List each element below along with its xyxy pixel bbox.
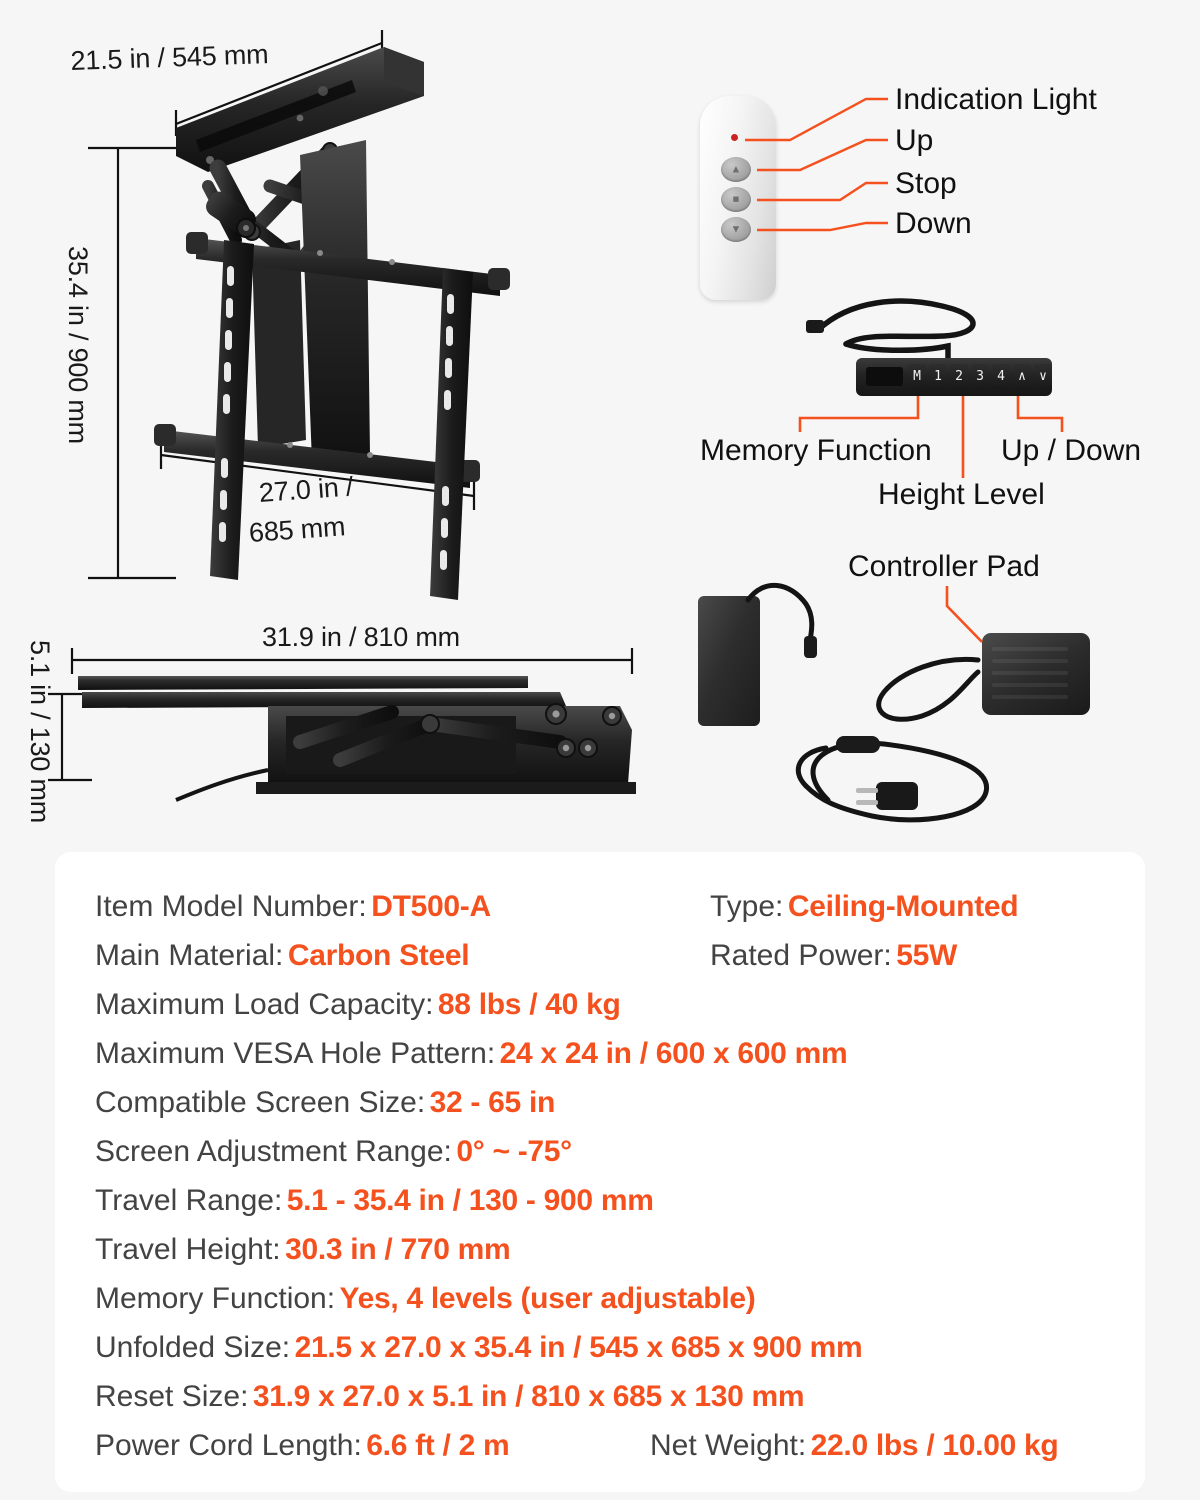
spec-label-load-capacity: Maximum Load Capacity:	[95, 988, 434, 1021]
spec-value-reset-size: 31.9 x 27.0 x 5.1 in / 810 x 685 x 130 m…	[252, 1380, 805, 1413]
key-down-icon[interactable]: ∨	[1034, 364, 1052, 389]
spec-row-load-capacity: Maximum Load Capacity: 88 lbs / 40 kg	[55, 980, 1145, 1029]
dimension-unfolded-height: 35.4 in / 900 mm	[63, 246, 93, 444]
rj-connector-icon	[806, 320, 824, 333]
wall-control-panel: M 1 2 3 4 ∧ ∨	[856, 358, 1052, 396]
spec-value-model: DT500-A	[371, 890, 491, 923]
spec-right-net-weight: Net Weight: 22.0 lbs / 10.00 kg	[650, 1421, 1059, 1475]
control-panel-cable	[806, 298, 976, 361]
callout-up-down: Up / Down	[1001, 434, 1142, 467]
power-supply-brick	[698, 596, 760, 726]
key-level-3[interactable]: 3	[971, 364, 989, 389]
power-cables	[745, 582, 989, 823]
center-column	[252, 140, 370, 462]
spec-value-memory-function: Yes, 4 levels (user adjustable)	[339, 1282, 756, 1315]
spec-row-travel-height: Travel Height: 30.3 in / 770 mm	[55, 1225, 1145, 1274]
spec-row-unfolded-size: Unfolded Size: 21.5 x 27.0 x 35.4 in / 5…	[55, 1323, 1145, 1372]
controller-pad-callout-line	[945, 586, 983, 643]
spec-value-adjustment-range: 0° ~ -75°	[456, 1135, 572, 1168]
spec-value-travel-range: 5.1 - 35.4 in / 130 - 900 mm	[286, 1184, 654, 1217]
spec-label-reset-size: Reset Size:	[95, 1380, 249, 1413]
spec-row-reset-size: Reset Size: 31.9 x 27.0 x 5.1 in / 810 x…	[55, 1372, 1145, 1421]
remote-down-button[interactable]: ▼	[721, 217, 751, 242]
spec-label-travel-height: Travel Height:	[95, 1233, 281, 1266]
spec-value-load-capacity: 88 lbs / 40 kg	[437, 988, 621, 1021]
spec-row-memory-function: Memory Function: Yes, 4 levels (user adj…	[55, 1274, 1145, 1323]
spec-label-model: Item Model Number:	[95, 890, 367, 923]
indication-light-led	[731, 134, 738, 141]
key-level-2[interactable]: 2	[950, 364, 968, 389]
tv-mount-brackets	[154, 232, 510, 600]
specifications-card: Item Model Number: DT500-A Type: Ceiling…	[55, 852, 1145, 1492]
dimension-folded-height: 5.1 in / 130 mm	[25, 640, 55, 824]
callout-memory-function: Memory Function	[700, 434, 932, 467]
remote-callout-lines	[745, 97, 888, 232]
dimension-folded-width: 31.9 in / 810 mm	[262, 622, 460, 652]
callout-controller-pad: Controller Pad	[848, 550, 1040, 583]
key-memory[interactable]: M	[908, 364, 926, 389]
callout-down: Down	[895, 207, 972, 240]
spec-row-power-cord: Power Cord Length: 6.6 ft / 2 m Net Weig…	[55, 1421, 1145, 1470]
dimension-lines-unfolded	[88, 30, 476, 580]
dc-connector-icon	[804, 636, 817, 658]
spec-value-material: Carbon Steel	[287, 939, 470, 972]
key-up-icon[interactable]: ∧	[1013, 364, 1031, 389]
spec-row-model: Item Model Number: DT500-A Type: Ceiling…	[55, 882, 1145, 931]
spec-row-material: Main Material: Carbon Steel Rated Power:…	[55, 931, 1145, 980]
spec-label-screen-size: Compatible Screen Size:	[95, 1086, 426, 1119]
remote-stop-button[interactable]: ■	[721, 187, 751, 212]
figure8-connector-icon	[836, 736, 880, 753]
triangle-up-icon: ▲	[730, 163, 742, 175]
spec-value-unfolded-size: 21.5 x 27.0 x 35.4 in / 545 x 685 x 900 …	[294, 1331, 863, 1364]
remote-up-button[interactable]: ▲	[721, 157, 751, 182]
product-illustration-folded	[78, 676, 636, 802]
control-panel-callout-lines	[798, 396, 1064, 478]
spec-value-vesa: 24 x 24 in / 600 x 600 mm	[499, 1037, 848, 1070]
control-panel-keys: M 1 2 3 4 ∧ ∨	[908, 364, 1052, 389]
ir-receiver-window	[866, 367, 903, 386]
spec-label-travel-range: Travel Range:	[95, 1184, 283, 1217]
spec-value-power: 55W	[896, 939, 958, 972]
spec-row-screen-size: Compatible Screen Size: 32 - 65 in	[55, 1078, 1145, 1127]
spec-row-vesa: Maximum VESA Hole Pattern: 24 x 24 in / …	[55, 1029, 1145, 1078]
spec-value-power-cord: 6.6 ft / 2 m	[366, 1429, 510, 1462]
spec-label-type: Type:	[710, 890, 784, 923]
spec-value-travel-height: 30.3 in / 770 mm	[285, 1233, 511, 1266]
key-level-4[interactable]: 4	[992, 364, 1010, 389]
callout-height-level: Height Level	[878, 478, 1045, 511]
spec-label-power: Rated Power:	[710, 939, 892, 972]
controller-pad-box	[982, 633, 1090, 715]
spec-label-vesa: Maximum VESA Hole Pattern:	[95, 1037, 496, 1070]
spec-value-net-weight: 22.0 lbs / 10.00 kg	[810, 1429, 1059, 1462]
spec-value-screen-size: 32 - 65 in	[429, 1086, 556, 1119]
spec-row-adjustment-range: Screen Adjustment Range: 0° ~ -75°	[55, 1127, 1145, 1176]
square-stop-icon: ■	[732, 193, 740, 205]
spec-right-type: Type: Ceiling-Mounted	[710, 882, 1019, 936]
spec-value-type: Ceiling-Mounted	[787, 890, 1019, 923]
spec-row-travel-range: Travel Range: 5.1 - 35.4 in / 130 - 900 …	[55, 1176, 1145, 1225]
spec-label-memory-function: Memory Function:	[95, 1282, 336, 1315]
callout-indication-light: Indication Light	[895, 83, 1097, 116]
ceiling-plate	[176, 47, 424, 172]
ac-plug-icon	[856, 782, 918, 810]
triangle-down-icon: ▼	[730, 223, 742, 235]
callout-up: Up	[895, 124, 934, 157]
spec-label-adjustment-range: Screen Adjustment Range:	[95, 1135, 452, 1168]
product-illustration-unfolded	[48, 30, 636, 802]
actuator	[206, 191, 256, 238]
spec-label-material: Main Material:	[95, 939, 284, 972]
callout-stop: Stop	[895, 167, 957, 200]
spec-label-power-cord: Power Cord Length:	[95, 1429, 362, 1462]
spec-label-unfolded-size: Unfolded Size:	[95, 1331, 291, 1364]
spec-label-net-weight: Net Weight:	[650, 1429, 807, 1462]
spec-right-power: Rated Power: 55W	[710, 931, 957, 985]
key-level-1[interactable]: 1	[929, 364, 947, 389]
